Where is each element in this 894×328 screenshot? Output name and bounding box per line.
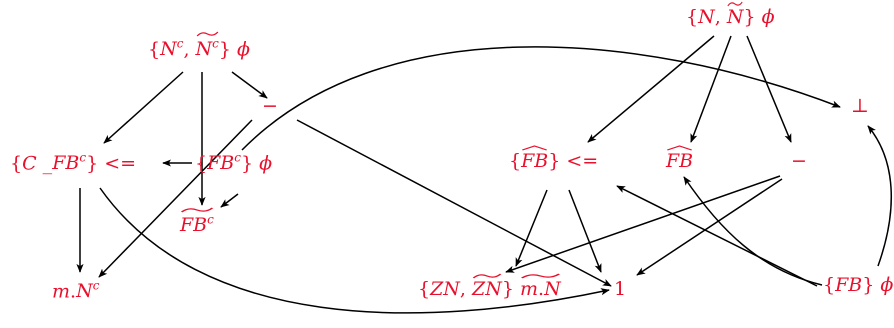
node-n-set: {N, N} ϕ — [686, 1, 775, 28]
node-fb-hat: FB — [666, 145, 694, 172]
edge-n-set-to-fb-hat-set — [587, 35, 715, 143]
node-fb-hat-set: {FB} <= — [509, 145, 599, 172]
node-m-nc: m.Nc — [52, 279, 100, 303]
edge-nc-set-to-c-fbc — [103, 71, 184, 144]
edge-n-set-to-fb-hat — [690, 35, 732, 143]
node-fbc-set: {FBc} ϕ — [195, 151, 273, 175]
node-c-fbc: {C _FBc} <= — [10, 151, 137, 175]
node-nc-set: {Nc, Nc} ϕ — [148, 30, 250, 61]
node-one: 1 — [614, 278, 627, 300]
node-minus-right: − — [791, 150, 807, 172]
edge-fb-hat-set-to-zn-set — [515, 189, 548, 267]
node-bottom-top: ⊥ — [851, 95, 869, 117]
edge-fbc-set-to-fbc-tilde — [220, 193, 239, 208]
edge-minus-left-to-one — [296, 119, 612, 287]
node-fbc-tilde: FBc — [180, 206, 214, 237]
edge-minus-right-to-zn-set — [505, 175, 781, 273]
edge-minus-left-to-m-nc — [98, 119, 253, 278]
edge-fb-set-to-fb-hat — [683, 176, 823, 286]
edge-nc-set-to-minus-left — [231, 71, 268, 99]
node-fb-set: {FB} ϕ — [823, 274, 894, 296]
node-minus-left: − — [262, 95, 278, 117]
edge-c-fbc-to-one — [99, 187, 610, 314]
node-zn-set: {ZN, ZN} m.N — [418, 273, 561, 300]
edge-n-set-to-minus-right — [746, 35, 792, 143]
edge-fbc-set-to-bottom-top — [241, 46, 841, 151]
edge-fb-set-to-fb-hat-set — [616, 185, 818, 287]
edge-fb-hat-set-to-one — [568, 189, 602, 273]
edge-fb-set-to-bottom-top — [867, 125, 892, 267]
edge-minus-right-to-one — [636, 178, 783, 276]
